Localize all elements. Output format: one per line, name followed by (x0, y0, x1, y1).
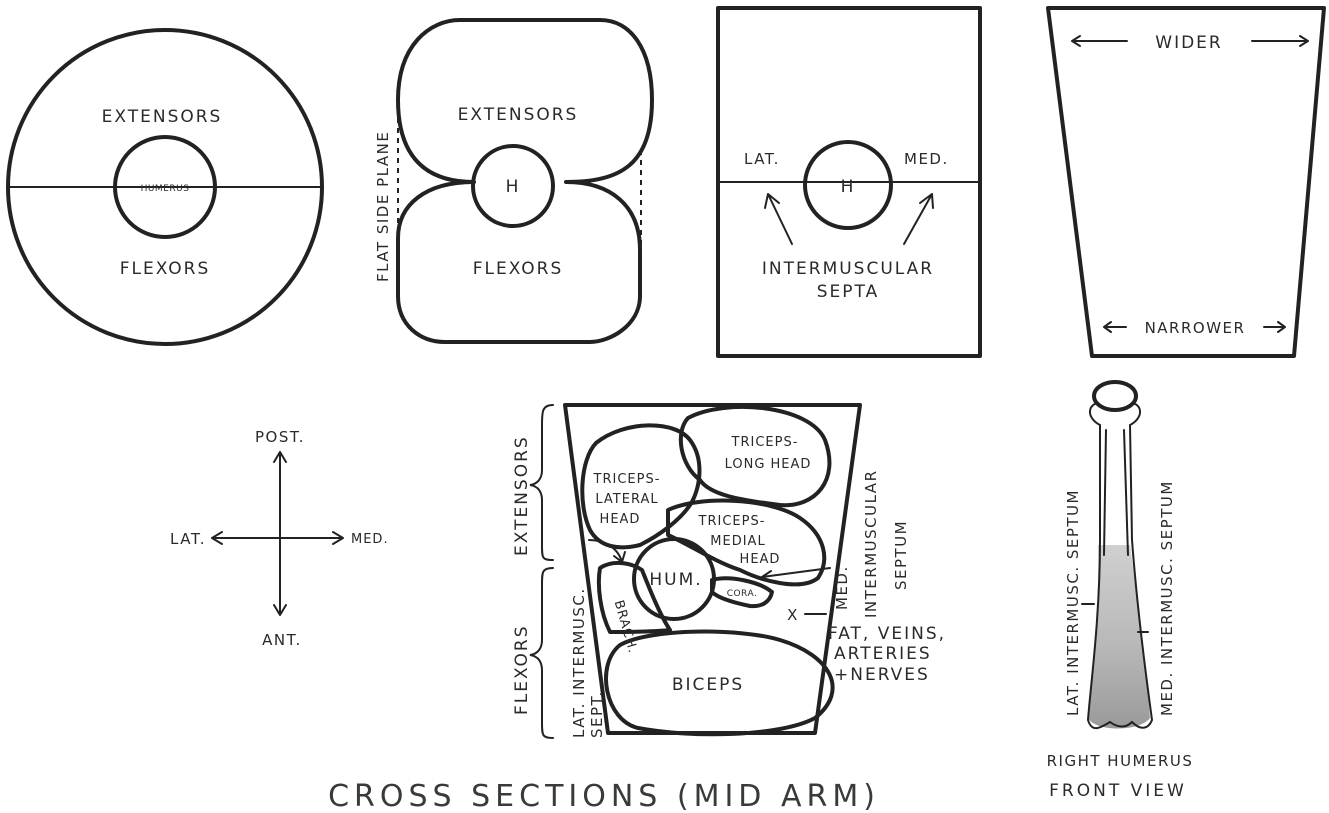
arm-outline-taper (1048, 8, 1324, 356)
circle-cross-section: EXTENSORS HUMERUS FLEXORS (8, 30, 322, 344)
humerus-head (1094, 382, 1136, 410)
lat-septum-label: LAT. INTERMUSC. SEPTUM (1064, 489, 1082, 716)
wider-arrow-right (1252, 36, 1308, 46)
triceps-long-label-2: LONG HEAD (725, 457, 812, 472)
flat-side-plane-label: FLAT SIDE PLANE (374, 131, 392, 282)
flexors-label: FLEXORS (512, 624, 532, 715)
triceps-lateral-label-2: LATERAL (595, 492, 658, 507)
humerus-label: H (841, 177, 856, 197)
med-septum-label-1: MED. (833, 565, 851, 610)
med-label: MED. (351, 532, 389, 547)
biceps-label: BICEPS (672, 675, 744, 695)
triceps-long-label-1: TRICEPS- (731, 435, 799, 450)
arrow-to-lat-septum (765, 194, 792, 244)
vertical-axis-arrow (274, 452, 286, 615)
extensors-label: EXTENSORS (458, 105, 579, 125)
septa-label-line2: SEPTA (817, 282, 879, 302)
wider-label: WIDER (1155, 33, 1222, 53)
rounded-cross-section: EXTENSORS H FLEXORS FLAT SIDE PLANE (374, 20, 652, 342)
fat-veins-label-1: FAT, VEINS, (828, 624, 946, 644)
med-septum-label: MED. INTERMUSC. SEPTUM (1158, 480, 1176, 716)
ant-label: ANT. (262, 631, 302, 649)
flexors-label: FLEXORS (120, 259, 211, 279)
lat-label: LAT. (744, 150, 780, 168)
lat-label: LAT. (170, 530, 206, 548)
lat-septum-label-2: SEPT. (588, 690, 606, 738)
horizontal-axis-arrow (212, 532, 343, 544)
bone-shaft-line-left (1104, 430, 1106, 555)
main-caption: CROSS SECTIONS (MID ARM) (328, 779, 880, 813)
triceps-medial-label-2: MEDIAL (710, 534, 765, 549)
humerus-front-view: LAT. INTERMUSC. SEPTUM MED. INTERMUSC. S… (1047, 382, 1194, 801)
fat-veins-label-3: +NERVES (834, 665, 930, 685)
triceps-medial-label-1: TRICEPS- (698, 514, 766, 529)
coracobrachialis-label: CORA. (727, 589, 758, 599)
triceps-lateral-label-3: HEAD (600, 512, 641, 527)
bone-shaft-line-right (1124, 430, 1128, 555)
x-mark: X (787, 606, 799, 624)
med-septum-label-3: SEPTUM (892, 520, 910, 590)
triceps-medial-label-3: HEAD (740, 552, 781, 567)
right-humerus-caption: RIGHT HUMERUS (1047, 752, 1194, 770)
fat-veins-label-2: ARTERIES (834, 644, 932, 664)
extensors-label: EXTENSORS (512, 435, 532, 556)
arrow-to-med-septum (904, 194, 933, 244)
lat-septum-label-1: LAT. INTERMUSC. (570, 587, 588, 738)
post-label: POST. (255, 428, 305, 446)
arm-outline-lobes (398, 20, 652, 342)
humerus-label: HUMERUS (141, 184, 190, 194)
narrower-arrow-right (1264, 322, 1285, 332)
extensors-bracket (530, 405, 553, 560)
flexors-bracket (530, 568, 553, 738)
lat-septum-arrow (589, 540, 625, 562)
wider-arrow-left (1072, 36, 1127, 46)
septa-label-line1: INTERMUSCULAR (762, 259, 934, 279)
triceps-lateral-label-1: TRICEPS- (593, 472, 661, 487)
med-septum-label-2: INTERMUSCULAR (862, 470, 880, 619)
flexors-label: FLEXORS (473, 259, 564, 279)
front-view-caption: FRONT VIEW (1049, 781, 1187, 801)
narrower-arrow-left (1104, 322, 1126, 332)
med-label: MED. (904, 150, 949, 168)
orientation-compass: POST. ANT. LAT. MED. (170, 428, 389, 649)
extensors-label: EXTENSORS (102, 107, 223, 127)
humerus-label: HUM. (649, 570, 702, 590)
taper-cross-section: WIDER NARROWER (1048, 8, 1324, 356)
narrower-label: NARROWER (1145, 319, 1246, 337)
detailed-cross-section: EXTENSORS FLEXORS TRICEPS- LONG HEAD TRI… (512, 405, 946, 738)
humerus-label: H (506, 177, 521, 197)
square-cross-section: LAT. H MED. INTERMUSCULAR SEPTA (718, 8, 980, 356)
